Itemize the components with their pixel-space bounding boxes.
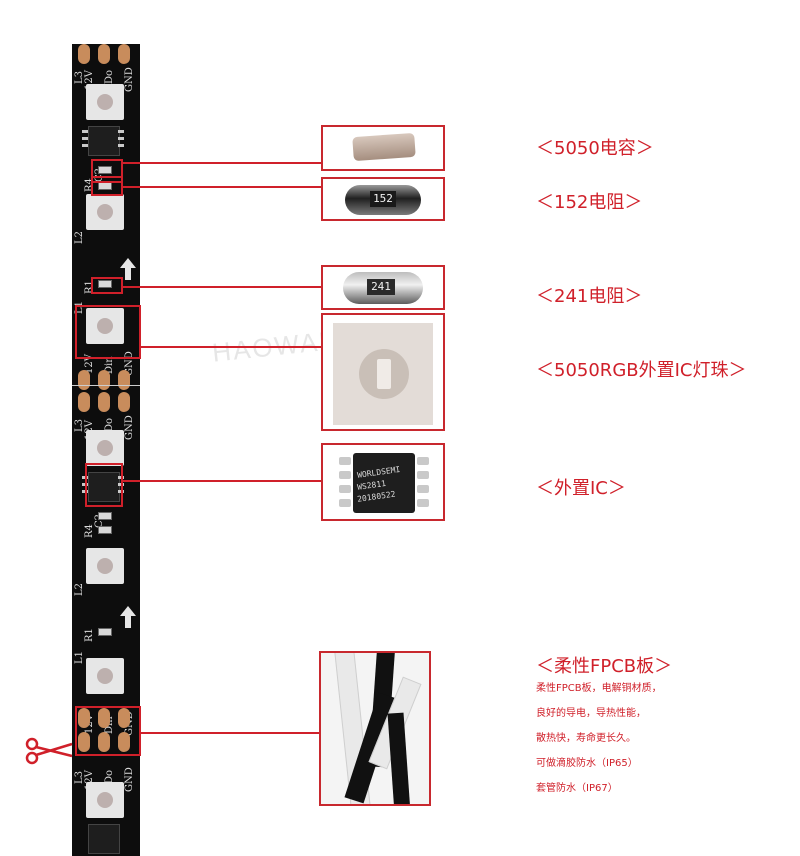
strip-label-r4: R4 (84, 524, 95, 538)
fpcb-description-line: 套管防水（IP67） (536, 783, 618, 794)
fpcb-description-line: 散热快，寿命更长久。 (536, 733, 636, 744)
fpcb-description-line: 良好的导电，导热性能， (536, 708, 646, 719)
ic-photo: WORLDSEMI WS2811 20180522 (321, 443, 445, 521)
strip-label-gnd: GND (124, 67, 135, 92)
strip-label-gnd: GND (124, 415, 135, 440)
ic-chip (88, 824, 120, 854)
capacitor-photo (321, 125, 445, 171)
highlight-capacitor (91, 159, 123, 183)
leader-line (123, 286, 321, 288)
strip-label-l1: L1 (74, 650, 85, 664)
caption-resistor-241: ＜241电阻＞ (536, 286, 643, 307)
copper-pad (118, 44, 130, 64)
ic-chip (88, 472, 120, 502)
rgb-led (86, 782, 124, 818)
resistor-241-photo: 241 (321, 265, 445, 310)
arrow-icon (120, 606, 136, 616)
copper-pad (98, 392, 110, 412)
strip-label-l2: L2 (74, 230, 85, 244)
rgb-led (86, 548, 124, 584)
caption-external-ic: ＜外置IC＞ (536, 478, 626, 499)
ic-body: WORLDSEMI WS2811 20180522 (353, 453, 415, 513)
leader-line (123, 186, 321, 188)
fpcb-photo (319, 651, 431, 806)
copper-pad (78, 708, 90, 728)
copper-pad (118, 370, 130, 390)
resistor-body: 152 (345, 185, 421, 215)
copper-pad (118, 708, 130, 728)
capacitor-body (352, 132, 416, 162)
smd-resistor (98, 628, 112, 636)
copper-pad (98, 44, 110, 64)
rgb-led (86, 84, 124, 120)
highlight-ic (85, 463, 123, 507)
fpcb-description-line: 可做滴胶防水（IP65） (536, 758, 638, 769)
rgb-led (86, 430, 124, 466)
scissors-icon (25, 737, 73, 765)
rgb-led-photo (321, 313, 445, 431)
rgb-led (86, 308, 124, 344)
caption-capacitor: ＜5050电容＞ (536, 138, 654, 159)
rgb-led (86, 194, 124, 230)
copper-pad (78, 370, 90, 390)
caption-fpcb: ＜柔性FPCB板＞ (536, 656, 673, 677)
caption-resistor-152: ＜152电阻＞ (536, 192, 643, 213)
resistor-code-241: 241 (367, 279, 395, 295)
strip-label-l2: L2 (74, 582, 85, 596)
highlight-resistor-241 (91, 277, 123, 294)
leader-line (123, 480, 321, 482)
resistor-body: 241 (343, 272, 423, 304)
strip-label-do: Do (104, 69, 115, 84)
copper-pad (98, 708, 110, 728)
copper-pad (78, 44, 90, 64)
led-strip: L3 12V Do GND C2 R4 L2 R1 L1 12V Din GND… (72, 44, 140, 856)
smd-resistor (98, 280, 112, 288)
arrow-icon (120, 258, 136, 268)
rgb-led (86, 658, 124, 694)
copper-pad (98, 370, 110, 390)
resistor-code-152: 152 (370, 191, 396, 207)
highlight-resistor-152 (91, 176, 123, 196)
leader-line (141, 346, 321, 348)
caption-rgb-led: ＜5050RGB外置IC灯珠＞ (536, 360, 747, 381)
rgb-led-face (333, 323, 433, 425)
highlight-rgb-led (75, 305, 141, 359)
fpcb-description-line: 柔性FPCB板，电解铜材质， (536, 683, 662, 694)
strip-label-gnd: GND (124, 767, 135, 792)
copper-pad (98, 732, 110, 752)
copper-pad (78, 732, 90, 752)
smd-capacitor (98, 512, 112, 520)
resistor-152-photo: 152 (321, 177, 445, 221)
highlight-fpcb (75, 706, 141, 756)
ic-chip (88, 126, 120, 156)
copper-pad (118, 732, 130, 752)
leader-line (123, 162, 321, 164)
strip-label-r1: R1 (84, 628, 95, 642)
leader-line (141, 732, 319, 734)
smd-capacitor (98, 166, 112, 174)
copper-pad (118, 392, 130, 412)
copper-pad (78, 392, 90, 412)
cut-line (72, 385, 140, 386)
smd-resistor (98, 526, 112, 534)
